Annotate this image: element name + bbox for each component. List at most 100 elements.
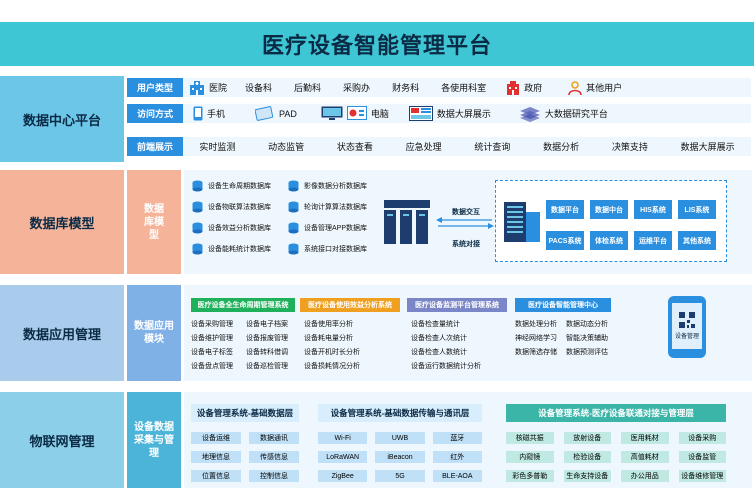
government-icon xyxy=(507,80,520,95)
iot-item: 控制信息 xyxy=(249,470,299,482)
iot-item: UWB xyxy=(375,432,425,444)
iot-item: LoRaWAN xyxy=(318,451,368,463)
db-item: 系统接口对接数据库 xyxy=(288,241,380,257)
hospital-icon xyxy=(190,80,204,95)
db-sub-label: 数据库模型 xyxy=(127,170,181,274)
iot-item: 办公用品 xyxy=(621,470,669,482)
building-icon xyxy=(504,202,540,242)
front-item: 实时监测 xyxy=(199,142,236,152)
row-tag: 前端展示 xyxy=(127,137,183,156)
iot-item: 高值耗材 xyxy=(621,451,669,463)
access-item-label: 电脑 xyxy=(370,109,389,119)
user-item-label: 后勤科 xyxy=(294,83,322,93)
db-item-label: 轮询计算算法数据库 xyxy=(304,204,367,211)
db-item: 设备物联算法数据库 xyxy=(192,199,284,215)
section-label: 物联网管理 xyxy=(29,433,95,449)
iot-item: 设备运维 xyxy=(191,432,241,444)
iot-item: 核磁共振 xyxy=(506,432,554,444)
page-title: 医疗设备智能管理平台 xyxy=(261,33,492,58)
iot-item: 彩色多普勒 xyxy=(506,470,554,482)
module-header: 医疗设备全生命周期管理系统 xyxy=(191,298,295,312)
user-item-label: 医院 xyxy=(209,83,228,93)
module-item: 设备电子档案 xyxy=(246,321,288,328)
access-item-bigscreen: 数据大屏展示 xyxy=(408,106,491,121)
system-box: 体检系统 xyxy=(590,231,628,250)
app-module-smart-center: 医疗设备智能管理中心 数据处理分析 数据动态分析 神经网络学习 智能决策辅助 数… xyxy=(515,298,611,357)
front-item: 数据分析 xyxy=(543,142,580,152)
database-icon xyxy=(192,243,203,255)
module-item: 设备耗电量分析 xyxy=(304,335,353,342)
system-box: HIS系统 xyxy=(634,200,672,219)
system-box: 运维平台 xyxy=(634,231,672,250)
phone-graphic: 设备管理 xyxy=(668,296,706,358)
module-item: 设备转科借调 xyxy=(246,349,288,356)
user-item: 各使用科室 xyxy=(441,81,486,94)
database-icon xyxy=(288,243,299,255)
iot-item: 设备采购 xyxy=(678,432,726,444)
sub-label-text: 数据库模型 xyxy=(144,203,164,241)
iot-header: 设备管理系统-医疗设备联通对接与管理层 xyxy=(506,404,726,422)
db-item-label: 设备效益分析数据库 xyxy=(208,225,271,232)
access-item-label: 大数据研究平台 xyxy=(544,109,608,119)
module-item: 数据处理分析 xyxy=(515,321,557,328)
db-item: 设备效益分析数据库 xyxy=(192,220,284,236)
module-item: 设备损耗情况分析 xyxy=(304,363,360,370)
module-item: 设备检查量统计 xyxy=(411,321,460,328)
tablet-icon xyxy=(255,106,274,121)
row-front-display: 前端展示 实时监测 动态监管 状态查看 应急处理 统计查询 数据分析 决策支持 … xyxy=(127,137,751,156)
sub-label-text: 数据应用模块 xyxy=(134,321,174,345)
iot-item: 检验设备 xyxy=(563,451,611,463)
user-item-hospital: 医院 xyxy=(189,80,228,95)
row-tag: 访问方式 xyxy=(127,104,183,123)
module-item: 设备采购管理 xyxy=(191,321,233,328)
access-item-label: PAD xyxy=(279,108,297,119)
db-item-label: 系统接口对接数据库 xyxy=(304,246,367,253)
iot-item: 红外 xyxy=(432,451,482,463)
db-item: 设备生命周期数据库 xyxy=(192,178,284,194)
iot-item: 5G xyxy=(375,470,425,482)
module-item: 数据筛选存储 xyxy=(515,349,557,356)
access-item-label: 手机 xyxy=(207,109,226,119)
iot-block-transport: 设备管理系统-基础数据传输与通讯层 Wi-Fi UWB 蓝牙 LoRaWAN i… xyxy=(318,404,482,482)
db-item-label: 设备管理APP数据库 xyxy=(304,225,368,232)
access-item-phone: 手机 xyxy=(193,106,225,121)
access-item-bigdata: 大数据研究平台 xyxy=(519,106,608,122)
systems-grid: 数据平台 数据中台 HIS系统 LIS系统 PACS系统 体检系统 运维平台 其… xyxy=(546,200,722,250)
monitor-icon xyxy=(321,106,343,120)
db-list-right: 影像数据分析数据库 轮询计算算法数据库 设备管理APP数据库 系统接口对接数据库 xyxy=(288,178,380,257)
iot-item: iBeacon xyxy=(375,451,425,463)
app-sub-label: 数据应用模块 xyxy=(127,285,181,381)
iot-item: 蓝牙 xyxy=(432,432,482,444)
module-item: 设备检查人数统计 xyxy=(411,349,467,356)
db-item: 设备管理APP数据库 xyxy=(288,220,380,236)
iot-items: 设备运维 数据通讯 地理信息 传感信息 位置信息 控制信息 xyxy=(191,432,299,482)
iot-item: 地理信息 xyxy=(191,451,241,463)
module-items: 设备采购管理 设备电子档案 设备维护管理 设备报废管理 设备电子标签 设备转科借… xyxy=(191,319,295,371)
iot-item: Wi-Fi xyxy=(318,432,368,444)
iot-items: 核磁共振 放射设备 医用耗材 设备采购 内窥镜 检验设备 高值耗材 设备监管 彩… xyxy=(506,432,726,482)
sub-label-text: 设备数据采集与管理 xyxy=(134,421,174,459)
module-item: 数据动态分析 xyxy=(566,321,608,328)
iot-item: 设备维修管理 xyxy=(678,470,726,482)
iot-item: 医用耗材 xyxy=(621,432,669,444)
user-item-label: 财务科 xyxy=(392,83,420,93)
user-item-other: 其他用户 xyxy=(568,80,622,95)
iot-item: 生命支持设备 xyxy=(563,470,611,482)
database-icon xyxy=(192,180,203,192)
system-box: 数据中台 xyxy=(590,200,628,219)
user-item-label: 设备科 xyxy=(245,83,273,93)
section-data-app: 数据应用管理 xyxy=(0,285,124,381)
access-item-pc: 电脑 xyxy=(321,106,389,121)
iot-header: 设备管理系统-基础数据层 xyxy=(191,404,299,422)
iot-item: 放射设备 xyxy=(563,432,611,444)
user-item: 采购办 xyxy=(343,81,370,94)
chart-screen-icon xyxy=(346,106,367,120)
module-items: 设备使用率分析 设备耗电量分析 设备开机时长分析 设备损耗情况分析 xyxy=(300,319,400,371)
app-module-monitor: 医疗设备监测平台管理系统 设备检查量统计 设备检查人次统计 设备检查人数统计 设… xyxy=(407,298,507,371)
section-label: 数据应用管理 xyxy=(22,326,101,342)
front-item: 数据大屏展示 xyxy=(680,142,735,152)
front-item: 决策支持 xyxy=(611,142,648,152)
db-item-label: 设备能耗统计数据库 xyxy=(208,246,271,253)
iot-item: BLE-AOA xyxy=(432,470,482,482)
iot-items: Wi-Fi UWB 蓝牙 LoRaWAN iBeacon 红外 ZigBee 5… xyxy=(318,432,482,482)
